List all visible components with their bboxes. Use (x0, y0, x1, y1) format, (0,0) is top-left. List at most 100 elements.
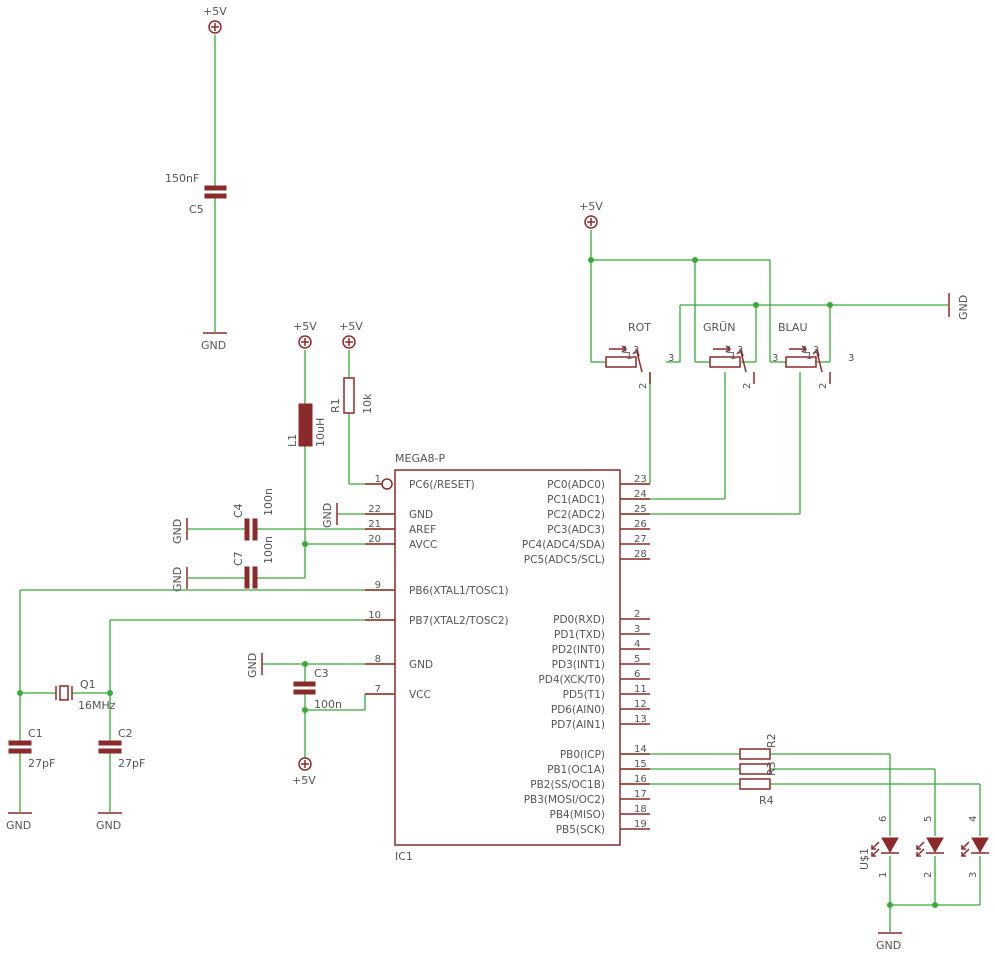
gnd-symbol: GND (171, 518, 188, 544)
ic-pin-number: 17 (634, 789, 647, 800)
pot-label: GRÜN (703, 321, 735, 334)
ic-pin-number: 20 (368, 534, 381, 545)
pot-label: BLAU (778, 321, 808, 334)
wires (19, 35, 981, 932)
capacitor-c3: C3 100n (293, 667, 342, 711)
ic-pin-name: PB0(ICP) (560, 749, 605, 761)
capacitor-c1: C1 27pF (8, 727, 55, 770)
capacitor-c4: C4 100n (232, 488, 275, 541)
pot-pin-2: 2 (638, 383, 649, 389)
ic-pin-number: 3 (634, 624, 640, 635)
c4-ref: C4 (232, 503, 245, 518)
ic-pin-name: PC2(ADC2) (547, 509, 605, 521)
led-pin-bottom: 2 (923, 872, 934, 878)
ic-pin-name: PC5(ADC5/SCL) (524, 554, 605, 566)
ic-pin-name: PB3(MOSI/OC2) (524, 794, 605, 806)
resistor-r1: R1 10k (329, 377, 374, 414)
r1-ref: R1 (329, 398, 342, 413)
ic-pin-name: PB2(SS/OC1B) (530, 779, 605, 791)
gnd-label: GND (6, 819, 31, 832)
pot-pin-1: 1 (802, 345, 808, 356)
r3-ref: R3 (765, 761, 778, 776)
vcc-symbol: +5V (579, 200, 603, 229)
ic-pin-name: GND (409, 659, 433, 671)
led-pin-bottom: 1 (878, 872, 889, 878)
c1-ref: C1 (28, 727, 43, 740)
ic-pin-number: 23 (634, 474, 647, 485)
ic-pin-name: PC1(ADC1) (547, 494, 605, 506)
c2-value: 27pF (118, 757, 145, 770)
c5-ref: C5 (189, 203, 204, 216)
ic-name: MEGA8-P (395, 452, 445, 465)
ic-pin-number: 11 (634, 684, 647, 695)
c3-value: 100n (314, 698, 342, 711)
inductor-l1: L1 10uH (286, 403, 327, 447)
pot-pin-3b: 3 (668, 353, 674, 364)
ic-pin-name: AVCC (409, 539, 437, 551)
gnd-label: GND (201, 339, 226, 352)
gnd-symbol: GND (201, 332, 227, 352)
ic-pin-number: 5 (634, 654, 640, 665)
ic-pin-number: 7 (375, 684, 381, 695)
vcc-symbol: +5V (203, 5, 227, 34)
c1-value: 27pF (28, 757, 55, 770)
capacitor-c7: C7 100n (232, 536, 275, 589)
gnd-label: GND (246, 653, 259, 678)
gnd-symbol: GND (96, 812, 122, 832)
c3-ref: C3 (314, 667, 329, 680)
capacitor-c2: C2 27pF (98, 727, 145, 770)
vcc-label: +5V (579, 200, 603, 213)
vcc-label: +5V (292, 774, 316, 787)
ic-pin-number: 10 (368, 610, 381, 621)
ic-ref: IC1 (395, 850, 413, 863)
c7-value: 100n (262, 536, 275, 564)
vcc-symbol: +5V (293, 320, 317, 349)
ic-pin-number: 25 (634, 504, 647, 515)
ic-pin-name: PD5(T1) (563, 689, 605, 701)
ic-pin-name: PD6(AIN0) (551, 704, 605, 716)
led-pin-top: 5 (923, 816, 934, 822)
ic-pin-name: AREF (409, 524, 436, 536)
ic-pin-number: 22 (368, 504, 381, 515)
ic-pin-number: 9 (375, 580, 381, 591)
ic-pin-number: 4 (634, 639, 640, 650)
ic-pin-name: PD4(XCK/T0) (538, 674, 605, 686)
ic-pin-number: 24 (634, 489, 647, 500)
ic-pin-name: PC3(ADC3) (547, 524, 605, 536)
vcc-label: +5V (203, 5, 227, 18)
q1-ref: Q1 (80, 678, 96, 691)
ic-pin-name: PC4(ADC4/SDA) (522, 539, 605, 551)
pot-pin-3: 3 (813, 345, 819, 356)
ic-pin-number: 12 (634, 699, 647, 710)
led-ref: U$1 (858, 848, 871, 870)
l1-value: 10uH (314, 418, 327, 447)
led-pin-top: 6 (878, 816, 889, 822)
ic-pin-number: 27 (634, 534, 647, 545)
pot-label: ROT (628, 321, 651, 334)
ic-pin-name: GND (409, 509, 433, 521)
ic-pin-number: 19 (634, 819, 647, 830)
pot-pin-3b: 3 (772, 353, 778, 364)
r2-ref: R2 (765, 733, 778, 748)
ic-pin-name: VCC (409, 689, 431, 701)
resistor-r3: R3 (739, 761, 778, 776)
ic-pin-number: 16 (634, 774, 647, 785)
ic-pin-number: 13 (634, 714, 647, 725)
ic-pin-number: 28 (634, 549, 647, 560)
led-diode: 61 (871, 816, 899, 878)
pot-pin-3: 3 (633, 345, 639, 356)
ic-pin-number: 21 (368, 519, 381, 530)
pot-pin-1b: 1 (626, 351, 632, 362)
crystal-q1: Q1 16MHz (55, 678, 116, 712)
gnd-symbol: GND (246, 653, 263, 678)
gnd-label: GND (876, 939, 901, 952)
q1-value: 16MHz (78, 699, 116, 712)
pot-pin-3b: 3 (848, 353, 854, 364)
vcc-label: +5V (293, 320, 317, 333)
